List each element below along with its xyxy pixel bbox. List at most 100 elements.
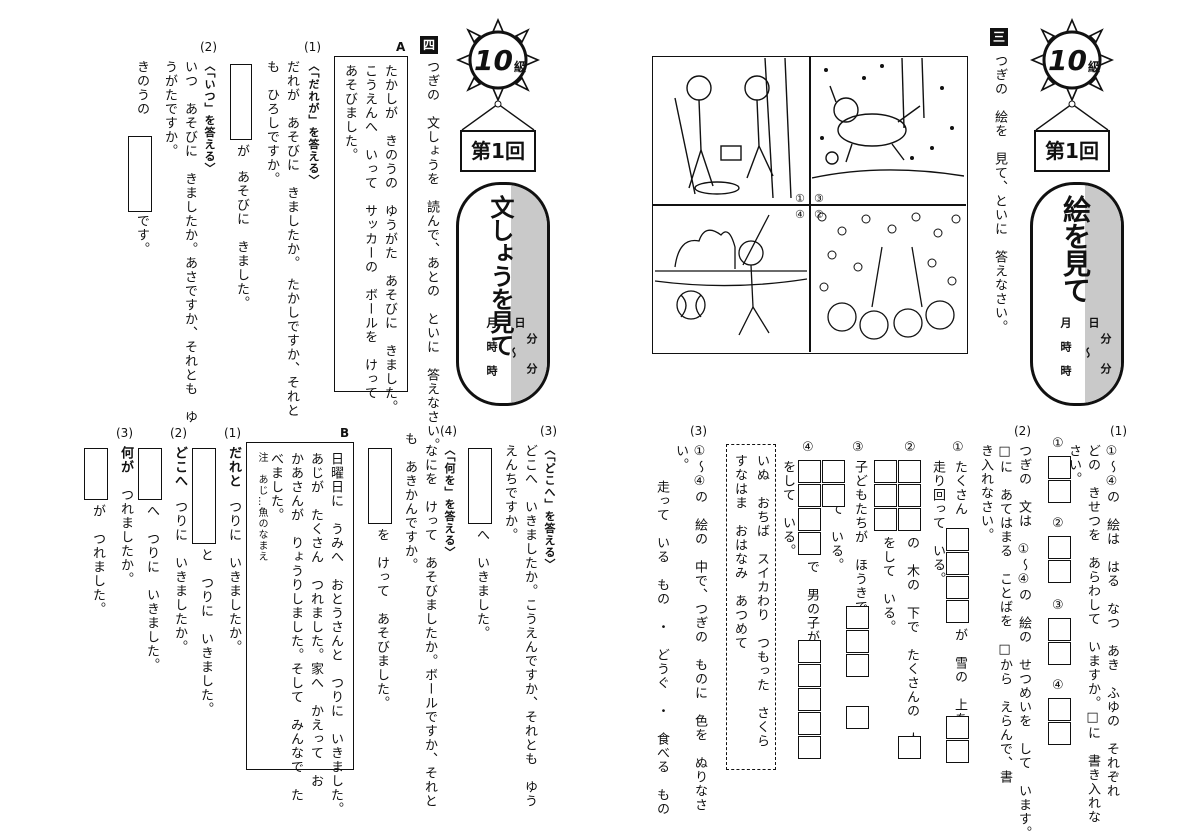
fill-blank-box[interactable] — [946, 716, 969, 739]
question-number: (3) — [116, 426, 133, 440]
date-label: 時 — [1059, 341, 1072, 352]
fill-blank-box[interactable] — [946, 552, 969, 575]
fill-blank-box[interactable] — [946, 600, 969, 623]
fill-blank-box[interactable] — [874, 460, 897, 483]
page-title-right: 絵を見て — [1059, 195, 1092, 303]
fill-blank-box[interactable] — [946, 576, 969, 599]
answer-suffix: が つれました。 — [90, 504, 105, 616]
word-bank-line: すなはま おはなみ あつめて — [732, 454, 747, 650]
question-text: も ひろしですか。 — [264, 60, 279, 186]
answer-box-where-fishing[interactable] — [138, 448, 162, 500]
passage-line: 日曜日に うみへ おとうさんと つりに いきました。 — [328, 452, 343, 816]
fill-blank-box[interactable] — [946, 528, 969, 551]
question-number: (3) — [540, 424, 557, 438]
question-text: うがたですか。 — [162, 60, 177, 158]
answer-box-what[interactable] — [368, 448, 392, 524]
item-number: ① — [952, 440, 964, 455]
season-answer-box[interactable] — [1048, 698, 1071, 721]
fill-blank-box[interactable] — [898, 508, 921, 531]
date-label: 日 — [1087, 317, 1100, 328]
fill-blank-box[interactable] — [898, 484, 921, 507]
sign-hanger-left — [461, 100, 535, 130]
season-answer-box[interactable] — [1048, 560, 1071, 583]
spring-blossom-illustration — [817, 212, 961, 340]
season-answer-box[interactable] — [1048, 722, 1071, 745]
fill-blank-box[interactable] — [898, 460, 921, 483]
fill-blank-box[interactable] — [846, 706, 869, 729]
fill-blank-box[interactable] — [798, 508, 821, 531]
fill-blank-box[interactable] — [822, 460, 845, 483]
question-prompt: 〈「だれが」を答える〉 — [307, 60, 320, 187]
question-text: いつ あそびに きましたか。あさですか、それとも ゆ — [182, 60, 197, 424]
fill-blank-box[interactable] — [798, 736, 821, 759]
season-answer-box[interactable] — [1048, 480, 1071, 503]
season-answer-box[interactable] — [1048, 618, 1071, 641]
fill-blank-box[interactable] — [874, 508, 897, 531]
answer-box-with-whom[interactable] — [192, 448, 216, 544]
question-text: だれが あそびに きましたか。 たかしですか、それと — [284, 60, 299, 418]
item-text: の 木の 下で たくさんの 人が — [904, 536, 919, 760]
grade-number-right: 10 — [1048, 44, 1087, 77]
answer-box-caught[interactable] — [84, 448, 108, 500]
fill-blank-box[interactable] — [846, 630, 869, 653]
fill-blank-box[interactable] — [846, 654, 869, 677]
question-text: □に あてはまる ことばを □から えらんで、書 — [997, 444, 1012, 784]
item-label: ① — [1052, 436, 1064, 451]
date-label: 分 — [525, 363, 538, 374]
fill-blank-box[interactable] — [822, 484, 845, 507]
answer-box-where[interactable] — [468, 448, 492, 524]
fill-blank-box[interactable] — [798, 640, 821, 663]
section-b-label: B — [340, 426, 350, 440]
date-label: 日 — [513, 317, 526, 328]
question-text: どこへ いきましたか。こうえんですか、それとも ゆう — [522, 444, 537, 808]
item-text: で 男の子が — [804, 560, 819, 644]
date-label: 時 — [1059, 365, 1072, 376]
fill-blank-box[interactable] — [798, 532, 821, 555]
season-answer-box[interactable] — [1048, 456, 1071, 479]
date-tilde: ～ — [1081, 347, 1094, 358]
item-label: ② — [1052, 516, 1064, 531]
question-prompt: 〈「どこへ」を答える〉 — [543, 444, 556, 571]
question-number: (1) — [1110, 424, 1127, 438]
passage-line: かあさんが りょうりしました。そして みんなで た — [288, 452, 303, 802]
fill-blank-box[interactable] — [798, 688, 821, 711]
grade-unit-left: 級 — [514, 60, 527, 74]
passage-note: 注 あじ…魚のなまえ — [256, 452, 267, 562]
fill-blank-box[interactable] — [874, 484, 897, 507]
question-number: (2) — [1014, 424, 1031, 438]
date-label: 時 — [485, 365, 498, 376]
fill-blank-box[interactable] — [798, 712, 821, 735]
answer-box-when[interactable] — [128, 136, 152, 212]
fill-blank-box[interactable] — [898, 736, 921, 759]
section-a-label: A — [396, 40, 406, 54]
title-card-left: 文しょうを見て 日 分 ～ 分 月 時 時 — [456, 182, 550, 406]
passage-line: あじが たくさん つれました。家へ かえって お — [308, 452, 323, 788]
item-text: 走り回って いる。 — [930, 460, 945, 586]
answer-box-who[interactable] — [230, 64, 252, 140]
winter-dog-illustration — [812, 58, 964, 179]
season-answer-box[interactable] — [1048, 536, 1071, 559]
date-label: 分 — [525, 333, 538, 344]
fill-blank-box[interactable] — [946, 740, 969, 763]
question-number: (1) — [224, 426, 241, 440]
date-label: 月 — [1059, 317, 1072, 328]
season-answer-box[interactable] — [1048, 642, 1071, 665]
fill-blank-box[interactable] — [846, 606, 869, 629]
question-number: (2) — [200, 40, 217, 54]
section-mark-right: 三 — [990, 28, 1008, 46]
question-text: なにを けって あそびましたか。ボールですか、それと — [422, 444, 437, 808]
question-text: つりに いきましたか。 — [226, 500, 241, 654]
question-text: い。 — [673, 444, 688, 472]
word-bank-line: いぬ おちば スイカわり つもった さくら — [754, 454, 769, 748]
fill-blank-box[interactable] — [798, 664, 821, 687]
question-lead: だれと — [226, 446, 241, 488]
grade-badge-right — [1030, 18, 1114, 102]
question-text: き入れなさい。 — [978, 444, 993, 542]
picture-number: ② — [814, 208, 824, 221]
fill-blank-box[interactable] — [798, 484, 821, 507]
answer-suffix: です。 — [134, 214, 149, 256]
passage-b-frame — [246, 442, 354, 770]
question-number: (2) — [170, 426, 187, 440]
fill-blank-box[interactable] — [798, 460, 821, 483]
passage-line: たかしが きのうの ゆうがた あそびに きました。 — [382, 64, 397, 414]
